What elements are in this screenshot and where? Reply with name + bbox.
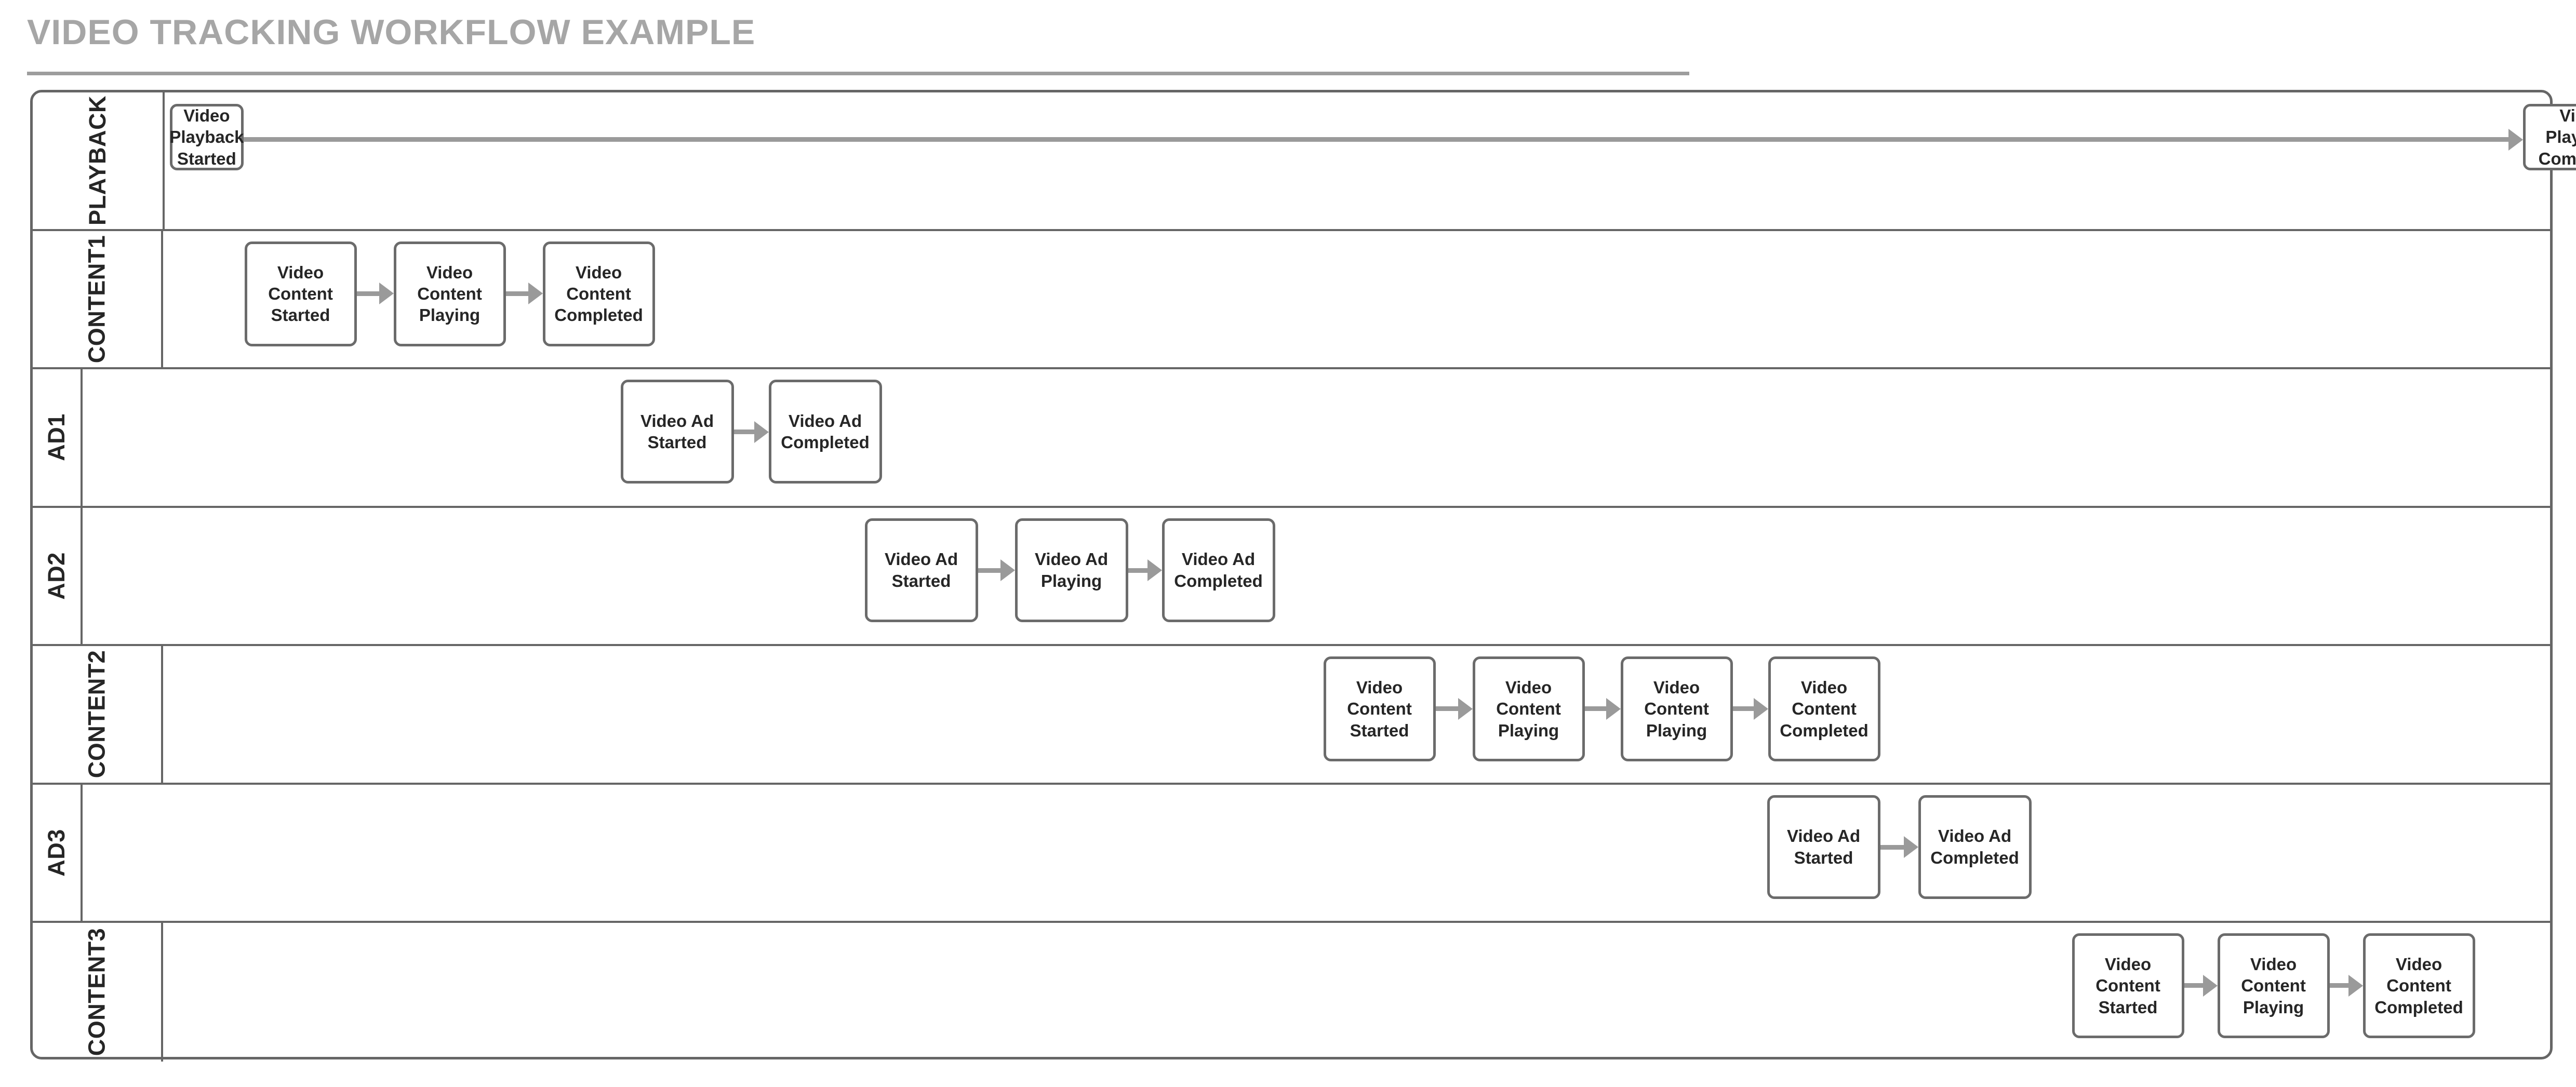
page-title: VIDEO TRACKING WORKFLOW EXAMPLE [27, 12, 756, 52]
swimlane-body: Video Playback Started Video Playback Com… [165, 92, 2576, 229]
swimlane-header-ad2: AD2 [33, 507, 83, 644]
flow-node[interactable]: Video Content Started [244, 241, 357, 346]
flow-arrow-icon [356, 291, 380, 296]
flow-node[interactable]: Video Ad Completed [768, 380, 882, 484]
flow-arrow-icon [243, 137, 2510, 142]
flow-arrow-icon [2329, 983, 2350, 988]
swimlane-label: AD1 [43, 413, 70, 462]
flow-node[interactable]: Video Ad Playing [1015, 518, 1128, 622]
flow-arrow-icon [1584, 706, 1607, 711]
flow-node[interactable]: Video Content Started [1323, 656, 1436, 761]
flow-node[interactable]: Video Content Playing [1620, 656, 1733, 761]
flow-arrow-icon [505, 291, 529, 296]
flow-node[interactable]: Video Ad Started [864, 518, 978, 622]
swimlane-label: CONTENT3 [83, 928, 110, 1056]
swimlane-label: CONTENT1 [83, 235, 110, 364]
flow-node[interactable]: Video Ad Started [620, 380, 734, 484]
flow-node[interactable]: Video Content Completed [2363, 933, 2475, 1038]
swimlane-body: Video Content Started Video Content Playi… [163, 923, 2550, 1062]
flow-node[interactable]: Video Content Completed [542, 241, 655, 346]
flow-arrow-icon [1128, 568, 1149, 573]
swimlane-label: AD3 [43, 828, 70, 877]
flow-arrow-icon [1435, 706, 1459, 711]
flow-arrow-icon [978, 568, 1002, 573]
flow-node[interactable]: Video Ad Started [1767, 795, 1880, 899]
flow-node[interactable]: Video Content Playing [1472, 656, 1585, 761]
swimlane-body: Video Content Started Video Content Playi… [163, 231, 2550, 368]
flow-node[interactable]: Video Content Playing [393, 241, 506, 346]
swimlane-ad1: AD1 Video Ad Started Video Ad Completed [33, 369, 2550, 508]
swimlane-label: PLAYBACK [84, 96, 111, 226]
flow-arrow-icon [2184, 983, 2204, 988]
swimlane-header-ad3: AD3 [33, 784, 83, 921]
swimlane-label: CONTENT2 [83, 650, 110, 779]
flow-node[interactable]: Video Content Started [2072, 933, 2184, 1038]
swimlane-header-playback: PLAYBACK [33, 92, 165, 229]
swimlane-label: AD2 [43, 552, 70, 600]
swimlane-ad3: AD3 Video Ad Started Video Ad Completed [33, 784, 2550, 923]
swimlane-body: Video Ad Started Video Ad Completed [83, 369, 2550, 506]
flow-arrow-icon [733, 430, 755, 434]
swimlane-header-content1: CONTENT1 [33, 231, 163, 367]
flow-node[interactable]: Video Ad Completed [1918, 795, 2032, 899]
title-divider [27, 72, 1689, 75]
swimlane-header-content2: CONTENT2 [33, 646, 163, 783]
flow-node[interactable]: Video Content Completed [1768, 656, 1880, 761]
swimlane-body: Video Ad Started Video Ad Playing Video Ad… [83, 508, 2550, 645]
swimlane-body: Video Ad Started Video Ad Completed [83, 785, 2550, 921]
swimlane-body: Video Content Started Video Content Playi… [163, 646, 2550, 783]
flow-node[interactable]: Video Content Playing [2217, 933, 2330, 1038]
flow-arrow-icon [1880, 844, 1905, 850]
flow-arrow-icon [1732, 706, 1755, 711]
swimlane-header-ad1: AD1 [33, 369, 83, 506]
swimlane-header-content3: CONTENT3 [33, 923, 163, 1062]
flow-node[interactable]: Video Ad Completed [1162, 518, 1275, 622]
flow-node[interactable]: Video Playback Completed [2522, 104, 2576, 170]
flow-node[interactable]: Video Playback Started [169, 104, 244, 170]
